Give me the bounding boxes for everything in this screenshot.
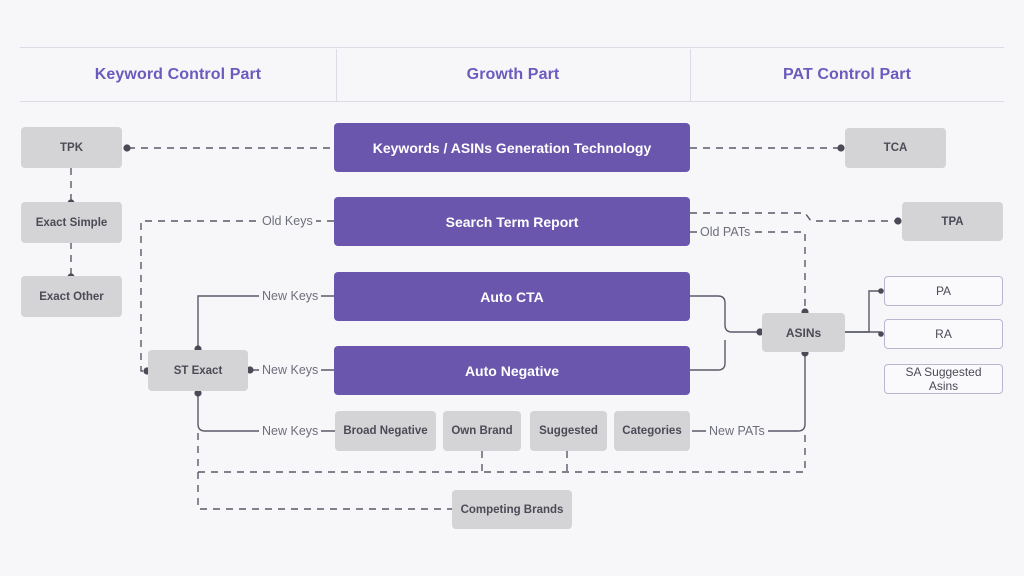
node-suggested-label: Suggested [539,425,598,437]
node-search-term-report-label: Search Term Report [445,213,579,230]
node-categories-label: Categories [622,425,682,437]
node-auto-negative[interactable]: Auto Negative [334,346,690,395]
node-competing-brands[interactable]: Competing Brands [452,490,572,529]
edge-st-exact-to-broad-negative [197,392,335,432]
node-competing-brands-label: Competing Brands [460,503,564,516]
header-divider-1 [336,49,337,101]
node-search-term-report[interactable]: Search Term Report [334,197,690,246]
node-suggested[interactable]: Suggested [530,411,607,451]
node-asins-label: ASINs [785,325,822,340]
node-asins[interactable]: ASINs [762,313,845,352]
edge-label-new-keys-broad-negative: New Keys [259,424,322,438]
header-divider-2 [690,49,691,101]
node-auto-negative-label: Auto Negative [464,362,560,379]
edge-label-new-pats: New PATs [706,424,768,438]
column-title-pat-control-part: PAT Control Part [782,66,912,83]
edge-dot-tpa-left [894,217,902,225]
edge-asins-to-pa [845,290,880,333]
node-categories[interactable]: Categories [614,411,690,451]
node-pa[interactable]: PA [884,276,1003,306]
node-tpa-label: TPA [941,215,964,228]
edge-dot-ra-left [878,331,884,337]
edge-dot-st-exact-bottom [194,389,202,397]
node-tpk[interactable]: TPK [21,127,122,168]
edge-dot-tpk-right [123,144,131,152]
edge-old-pats-to-asins [690,231,806,310]
edge-dot-pa-left [878,288,884,294]
node-st-exact[interactable]: ST Exact [148,350,248,391]
node-sa-label: SA Suggested Asins [905,365,982,393]
node-keywords-asins-generation-technology[interactable]: Keywords / ASINs Generation Technology [334,123,690,172]
node-exact-other-label: Exact Other [39,290,104,303]
node-sa-suggested-asins[interactable]: SA Suggested Asins [884,364,1003,394]
edge-label-new-keys-auto-negative: New Keys [259,363,322,377]
node-keywords-gen-label: Keywords / ASINs Generation Technology [372,139,652,156]
edge-bus-to-competing-brands [197,472,452,510]
node-broad-negative-label: Broad Negative [343,425,428,437]
node-auto-cta[interactable]: Auto CTA [334,272,690,321]
node-tpa[interactable]: TPA [902,202,1003,241]
node-ra-label: RA [935,327,952,341]
node-own-brand[interactable]: Own Brand [443,411,521,451]
edge-auto-cta-to-asins [690,295,758,333]
node-tpk-label: TPK [60,141,83,154]
node-ra[interactable]: RA [884,319,1003,349]
edge-dashed-bus-bottom [197,433,806,473]
edge-auto-negative-to-asins [690,340,726,371]
node-own-brand-label: Own Brand [451,425,513,437]
node-exact-simple[interactable]: Exact Simple [21,202,122,243]
column-title-keyword-control-part: Keyword Control Part [94,66,262,83]
edge-st-exact-to-auto-cta [197,295,334,348]
edge-old-keys-to-st-exact [140,220,334,372]
edge-dot-tca-left [837,144,845,152]
node-auto-cta-label: Auto CTA [480,288,544,305]
header-rule-top [20,47,1004,48]
edge-label-new-keys-auto-cta: New Keys [259,289,322,303]
node-pa-label: PA [935,284,952,298]
edge-dot-asins-left [756,328,764,336]
edge-label-old-pats: Old PATs [697,225,754,239]
edge-dot-st-exact-right [246,366,254,374]
edge-label-old-keys: Old Keys [259,214,316,228]
column-title-growth-part: Growth Part [466,66,560,83]
header-rule-bottom [20,101,1004,102]
node-tca-label: TCA [883,142,908,154]
node-exact-simple-label: Exact Simple [35,216,108,229]
node-broad-negative[interactable]: Broad Negative [335,411,436,451]
edge-old-pats-to-tpa [690,212,897,222]
node-st-exact-label: ST Exact [173,364,223,377]
edge-asins-to-categories [692,354,806,432]
node-exact-other[interactable]: Exact Other [21,276,122,317]
node-tca[interactable]: TCA [845,128,946,168]
